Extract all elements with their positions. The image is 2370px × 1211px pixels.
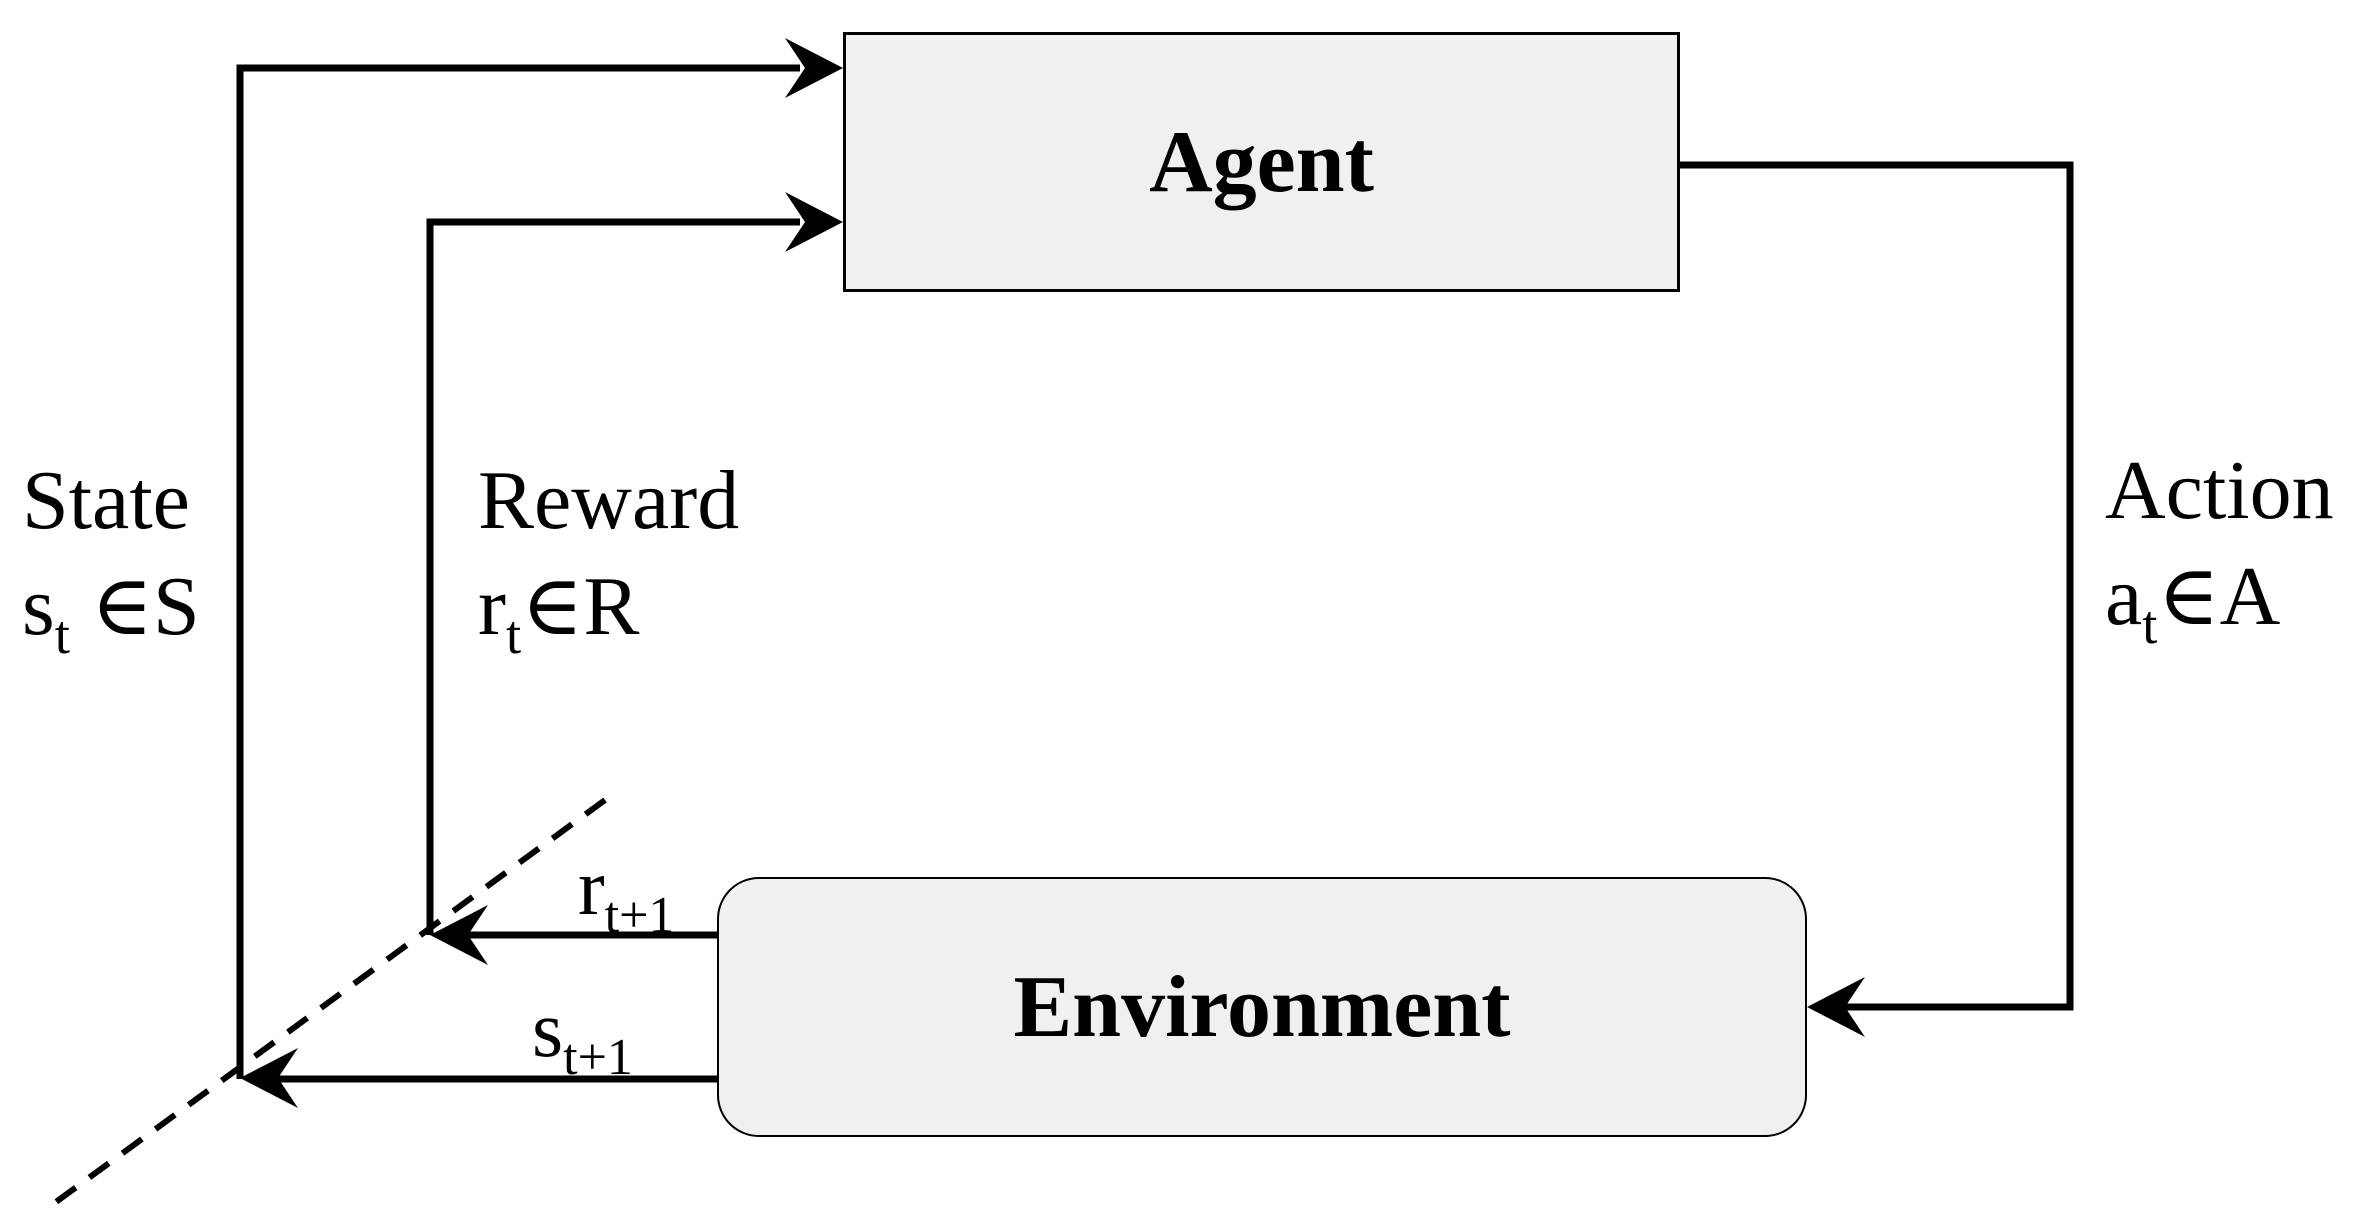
environment-box: Environment: [717, 877, 1807, 1137]
action-label-formula: at∈A: [2105, 549, 2281, 655]
state-into-agent-arrowhead: [785, 38, 843, 98]
action-into-environment-arrowhead: [1807, 977, 1865, 1037]
reward-path-line: [426, 218, 800, 935]
action-label: Action at∈A: [2105, 438, 2334, 655]
action-label-title: Action: [2105, 444, 2334, 537]
reward-label: Reward rt∈R: [478, 448, 740, 665]
state-label: State st ∈S: [22, 448, 200, 665]
state-next-arrowhead: [240, 1048, 298, 1108]
state-next-label: st+1: [532, 986, 633, 1087]
state-label-formula: st ∈S: [22, 559, 200, 665]
reward-into-agent-arrowhead: [785, 192, 843, 252]
reward-next-arrowhead: [430, 905, 488, 965]
reward-label-title: Reward: [478, 454, 740, 547]
agent-box: Agent: [843, 32, 1680, 292]
agent-box-label: Agent: [1149, 113, 1374, 211]
environment-box-label: Environment: [1013, 958, 1511, 1056]
time-step-dashed-line: [43, 797, 607, 1211]
action-path-line: [1680, 161, 2074, 1011]
state-path-line: [236, 64, 800, 1079]
reward-next-label: rt+1: [578, 844, 675, 945]
state-label-title: State: [22, 454, 190, 547]
reward-label-formula: rt∈R: [478, 559, 640, 665]
